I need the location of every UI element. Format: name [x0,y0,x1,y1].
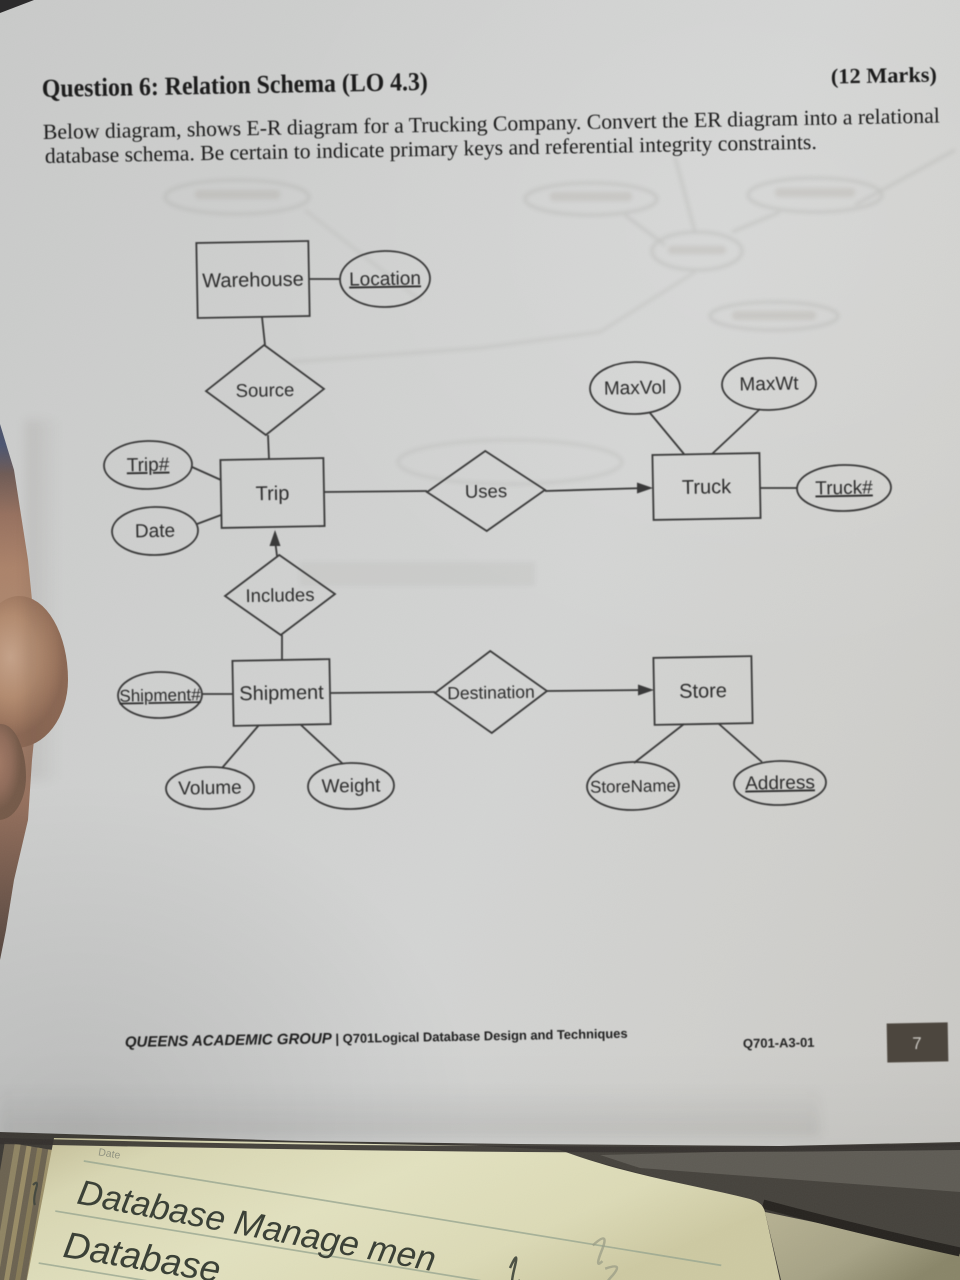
svg-text:MaxVol: MaxVol [604,377,667,399]
svg-text:Volume: Volume [178,777,242,799]
svg-text:Source: Source [236,379,295,401]
svg-text:QUEENS ACADEMIC GROUP | Q701Lo: QUEENS ACADEMIC GROUP | Q701Logical Data… [125,1025,628,1051]
svg-text:Truck: Truck [682,476,733,499]
svg-text:Trip: Trip [255,483,289,506]
svg-text:Destination: Destination [447,682,535,704]
svg-text:7: 7 [912,1034,922,1053]
svg-text:StoreName: StoreName [590,776,676,797]
svg-text:Question 6: Relation Schema (L: Question 6: Relation Schema (LO 4.3) [42,67,428,103]
svg-text:Location: Location [349,268,421,290]
svg-text:Shipment: Shipment [239,682,324,706]
svg-text:(12 Marks): (12 Marks) [831,63,937,89]
svg-text:Uses: Uses [465,480,508,502]
svg-text:Address: Address [745,772,815,794]
svg-text:Trip#: Trip# [127,455,170,477]
svg-text:MaxWt: MaxWt [739,373,799,395]
svg-text:Weight: Weight [321,775,381,797]
svg-text:Store: Store [679,680,727,703]
svg-text:Date: Date [135,521,176,543]
svg-text:Truck#: Truck# [815,477,873,499]
svg-text:Shipment#: Shipment# [119,685,201,705]
svg-text:Includes: Includes [245,584,314,606]
svg-text:Warehouse: Warehouse [202,269,304,293]
svg-text:Q701-A3-01: Q701-A3-01 [743,1035,815,1051]
